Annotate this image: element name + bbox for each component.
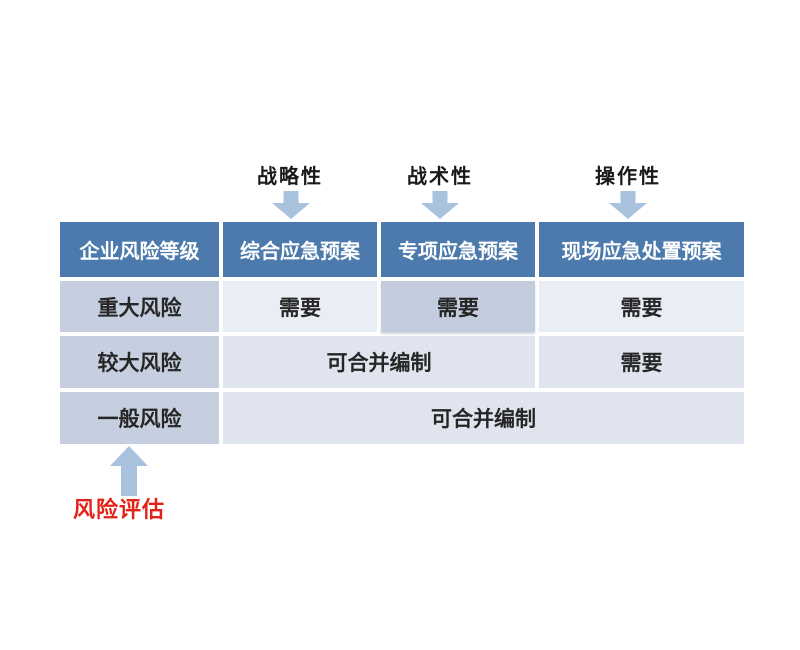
row-label-general-risk: 一般风险 xyxy=(60,392,219,444)
down-arrow-icon xyxy=(421,191,459,219)
top-label-strategic: 战略性 xyxy=(257,164,323,188)
up-arrow-icon xyxy=(110,446,148,496)
data-cell-highlighted: 需要 xyxy=(381,281,535,332)
row-label-major-risk: 重大风险 xyxy=(60,281,219,332)
risk-plan-table: 企业风险等级 综合应急预案 专项应急预案 现场应急处置预案 重大风险 需要 需要… xyxy=(60,222,744,444)
down-arrow-icon xyxy=(272,191,310,219)
header-cell-risk-level: 企业风险等级 xyxy=(60,222,219,277)
top-label-operational: 操作性 xyxy=(595,164,661,188)
data-cell: 需要 xyxy=(223,281,377,332)
data-cell: 需要 xyxy=(539,281,744,332)
down-arrow-icon xyxy=(609,191,647,219)
top-label-tactical: 战术性 xyxy=(407,164,473,188)
header-cell-onsite-plan: 现场应急处置预案 xyxy=(539,222,744,277)
data-cell: 需要 xyxy=(539,336,744,388)
data-cell-merged: 可合并编制 xyxy=(223,336,535,388)
risk-assessment-label: 风险评估 xyxy=(72,497,166,523)
header-cell-comprehensive-plan: 综合应急预案 xyxy=(223,222,377,277)
data-cell-merged: 可合并编制 xyxy=(223,392,744,444)
header-cell-special-plan: 专项应急预案 xyxy=(381,222,535,277)
row-label-relatively-major-risk: 较大风险 xyxy=(60,336,219,388)
